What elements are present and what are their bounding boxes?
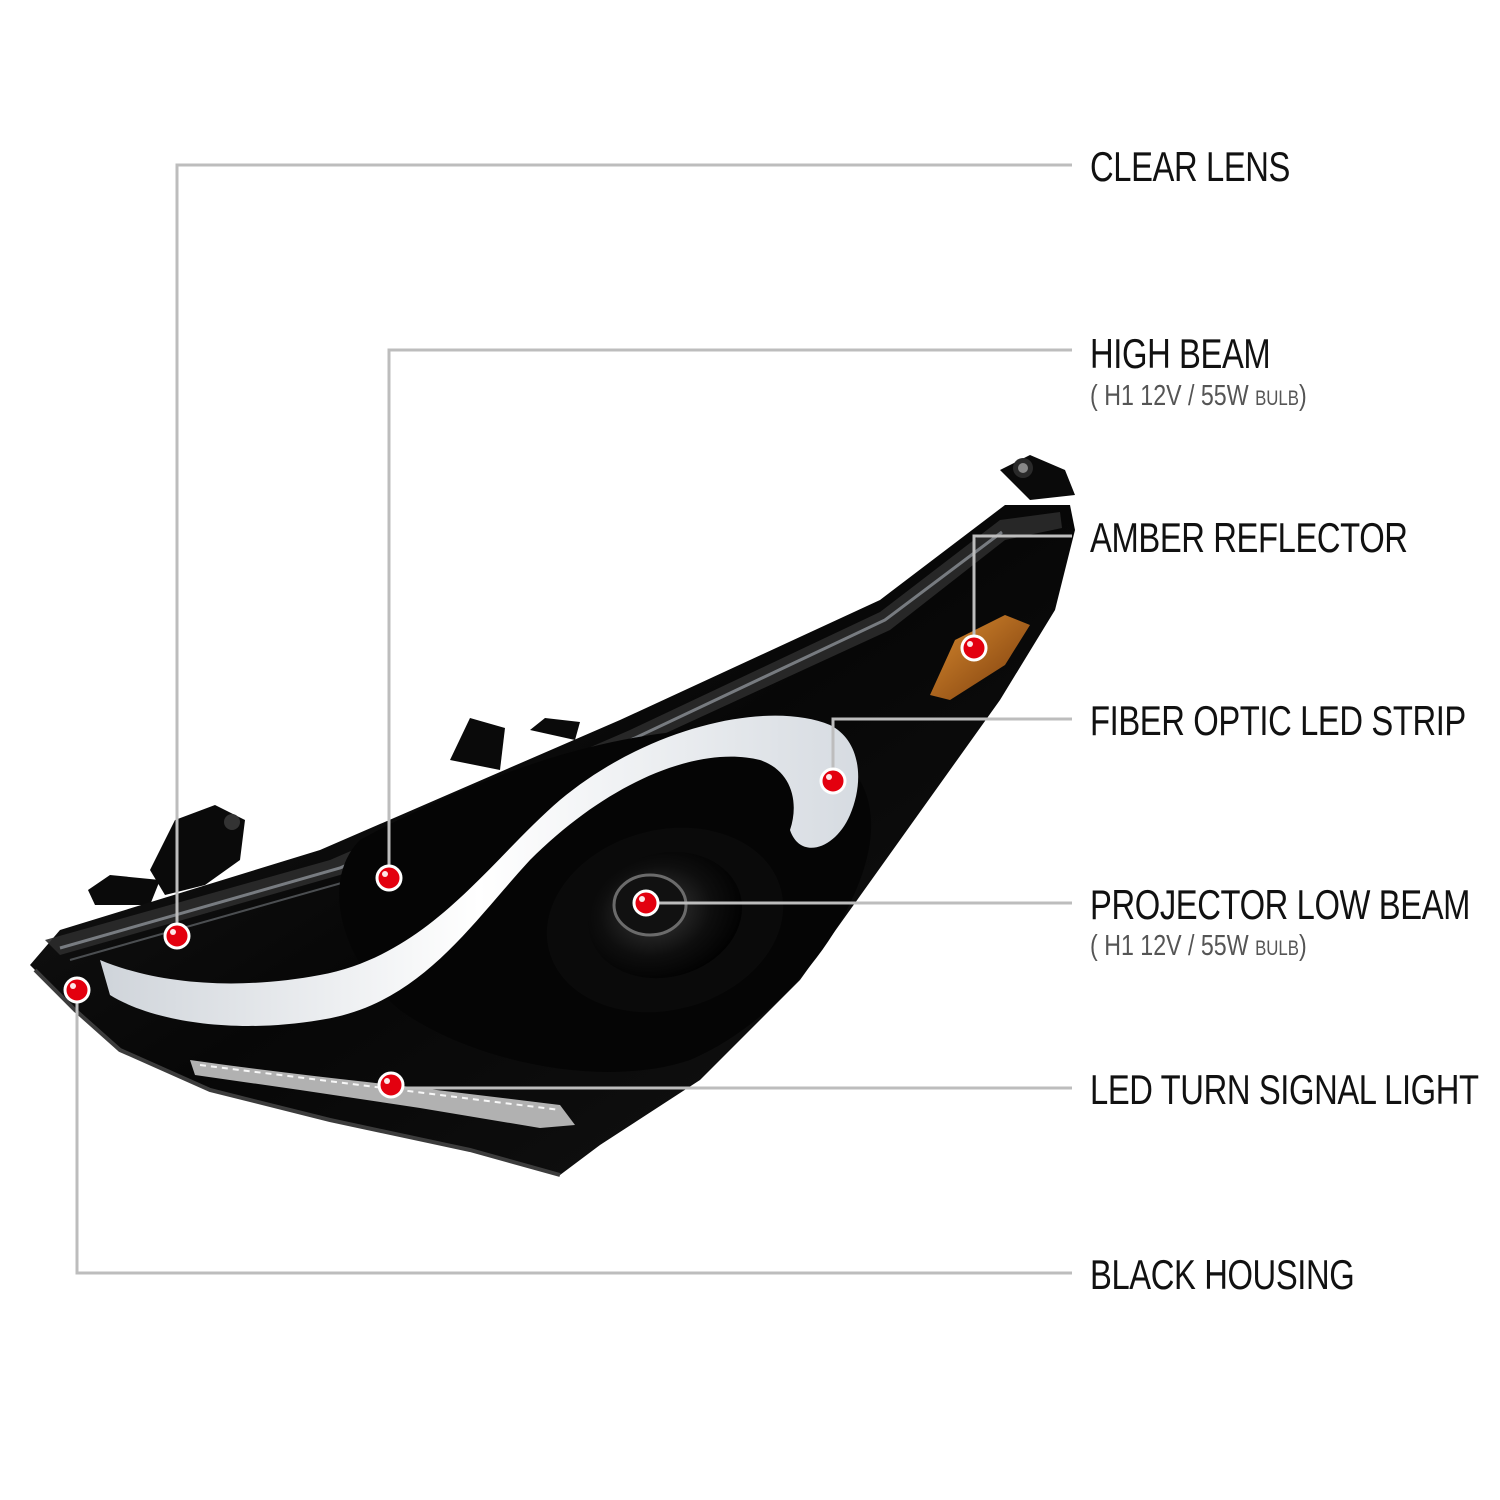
label-high-beam: HIGH BEAM bbox=[1090, 330, 1271, 377]
label-clear-lens: CLEAR LENS bbox=[1090, 143, 1291, 190]
spec-close-paren: ) bbox=[1298, 930, 1307, 962]
spec-bulb: BULB bbox=[1255, 937, 1299, 960]
marker-projector bbox=[632, 889, 660, 917]
spec-value: H1 12V / 55W bbox=[1104, 380, 1249, 412]
spec-open-paren: ( bbox=[1090, 930, 1098, 962]
label-led-turn-signal-light: LED TURN SIGNAL LIGHT bbox=[1090, 1066, 1479, 1113]
label-fiber-optic-led-strip: FIBER OPTIC LED STRIP bbox=[1090, 697, 1466, 744]
label-projector-low-beam: PROJECTOR LOW BEAM bbox=[1090, 881, 1471, 928]
mounting-tabs bbox=[88, 455, 1075, 905]
spec-bulb: BULB bbox=[1255, 387, 1299, 410]
marker-black-housing bbox=[63, 976, 91, 1004]
spec-open-paren: ( bbox=[1090, 380, 1098, 412]
marker-clear-lens bbox=[163, 922, 191, 950]
spec-value: H1 12V / 55W bbox=[1104, 930, 1249, 962]
spec-close-paren: ) bbox=[1298, 380, 1307, 412]
label-black-housing: BLACK HOUSING bbox=[1090, 1251, 1355, 1298]
marker-high-beam bbox=[375, 864, 403, 892]
marker-amber-reflector bbox=[960, 634, 988, 662]
spec-projector-low-beam: ( H1 12V / 55W BULB) bbox=[1090, 932, 1307, 961]
label-amber-reflector: AMBER REFLECTOR bbox=[1090, 514, 1408, 561]
fiber-optic-strip bbox=[100, 715, 859, 1026]
marker-fiber-optic bbox=[819, 767, 847, 795]
leader-line-high-beam bbox=[387, 348, 1072, 878]
markers bbox=[63, 634, 988, 1099]
leader-line-fiber-optic bbox=[831, 717, 1072, 780]
leader-line-clear-lens bbox=[175, 163, 1072, 935]
clear-lens-edge bbox=[45, 512, 1062, 955]
leader-lines bbox=[75, 163, 1072, 1275]
leader-line-amber-reflector bbox=[972, 534, 1072, 647]
spec-high-beam: ( H1 12V / 55W BULB) bbox=[1090, 382, 1307, 411]
marker-turn-signal bbox=[377, 1071, 405, 1099]
leader-line-black-housing bbox=[75, 990, 1072, 1275]
